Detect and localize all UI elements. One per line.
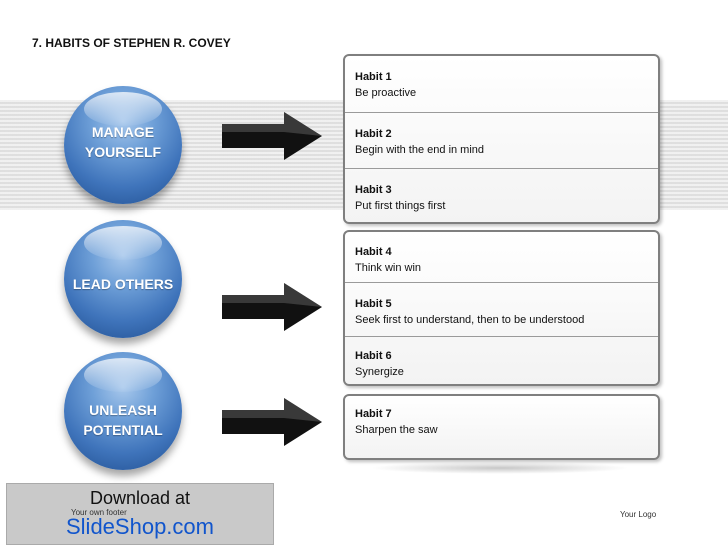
- habit-title: Habit 6: [355, 350, 392, 362]
- habit-title: Habit 1: [355, 71, 392, 83]
- sphere-shape: LEAD OTHERS: [64, 220, 182, 338]
- habit-title: Habit 7: [355, 408, 392, 420]
- habit-item: Habit 7 Sharpen the saw: [355, 406, 645, 438]
- habit-text: Begin with the end in mind: [355, 144, 485, 156]
- sphere-label: MANAGE YOURSELF: [64, 122, 182, 162]
- habit-item: Habit 4 Think win win: [355, 244, 645, 276]
- download-banner[interactable]: Download at Your own footer SlideShop.co…: [6, 483, 274, 545]
- slide-title: 7. HABITS OF STEPHEN R. COVEY: [32, 36, 231, 50]
- habit-item: Habit 6 Synergize: [355, 348, 645, 380]
- habit-item: Habit 3 Put first things first: [355, 182, 645, 214]
- right-arrow-icon: [222, 398, 322, 446]
- habit-text: Think win win: [355, 262, 422, 274]
- habit-text: Seek first to understand, then to be und…: [355, 314, 585, 326]
- sphere-label: LEAD OTHERS: [64, 274, 182, 294]
- habit-item: Habit 2 Begin with the end in mind: [355, 126, 645, 158]
- habit-divider: [345, 112, 658, 113]
- sphere-label: UNLEASH POTENTIAL: [64, 400, 182, 440]
- sphere-label-line: LEAD OTHERS: [72, 276, 174, 292]
- habit-panel-unleash: Habit 7 Sharpen the saw: [343, 394, 660, 460]
- habit-text: Put first things first: [355, 200, 446, 212]
- sphere-shape: MANAGE YOURSELF: [64, 86, 182, 204]
- habit-text: Sharpen the saw: [355, 424, 438, 436]
- right-arrow-icon: [222, 112, 322, 160]
- logo-placeholder: Your Logo: [620, 510, 657, 519]
- habit-title: Habit 5: [355, 298, 392, 310]
- right-arrow-icon: [222, 283, 322, 331]
- habit-title: Habit 4: [355, 246, 392, 258]
- panel-shadow: [370, 462, 630, 474]
- sphere-shape: UNLEASH POTENTIAL: [64, 352, 182, 470]
- habit-item: Habit 5 Seek first to understand, then t…: [355, 296, 645, 328]
- sphere-lead-others: LEAD OTHERS: [64, 220, 182, 338]
- habit-divider: [345, 336, 658, 337]
- habit-divider: [345, 168, 658, 169]
- sphere-label-line: MANAGE: [91, 124, 155, 140]
- sphere-label-line: YOURSELF: [84, 144, 162, 160]
- habit-divider: [345, 282, 658, 283]
- sphere-label-line: UNLEASH: [89, 402, 157, 418]
- habit-text: Be proactive: [355, 87, 417, 99]
- habit-panel-lead: Habit 4 Think win win Habit 5 Seek first…: [343, 230, 660, 386]
- habit-title: Habit 3: [355, 184, 392, 196]
- habit-panel-manage: Habit 1 Be proactive Habit 2 Begin with …: [343, 54, 660, 224]
- footer-text: Your own footer: [71, 508, 127, 517]
- slideshop-link[interactable]: SlideShop.com: [66, 514, 214, 539]
- sphere-manage-yourself: MANAGE YOURSELF: [64, 86, 182, 204]
- habit-title: Habit 2: [355, 128, 392, 140]
- download-label: Download at: [89, 488, 191, 508]
- sphere-unleash-potential: UNLEASH POTENTIAL: [64, 352, 182, 470]
- habit-text: Synergize: [355, 366, 404, 378]
- sphere-label-line: POTENTIAL: [83, 422, 163, 438]
- habit-item: Habit 1 Be proactive: [355, 69, 645, 101]
